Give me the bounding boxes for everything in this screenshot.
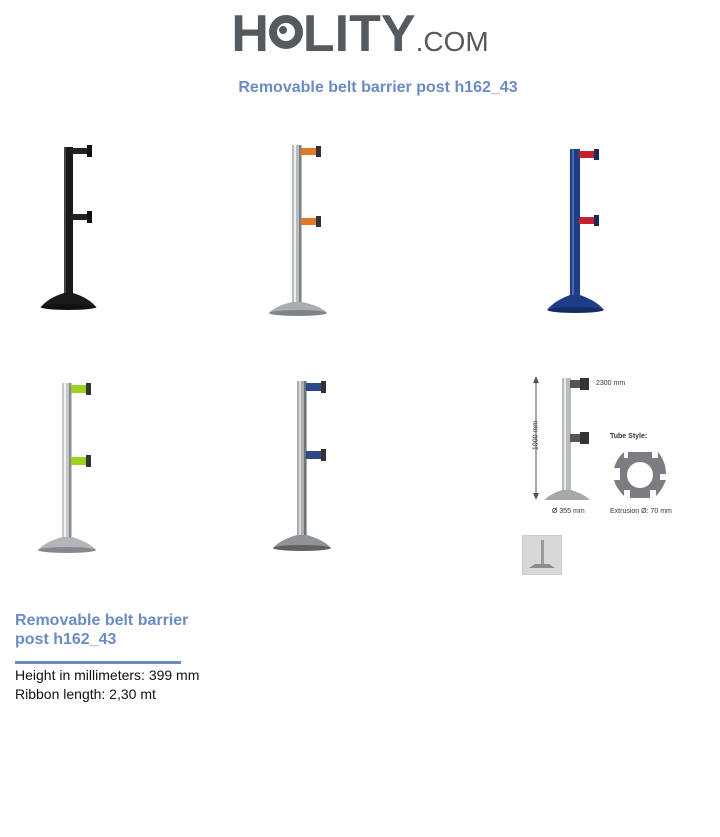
- spec-height: 1000 mm: [532, 420, 540, 451]
- site-logo[interactable]: H LITY.COM: [0, 8, 720, 60]
- product-image-orange[interactable]: [267, 142, 329, 320]
- spec-height-line: Height in millimeters: 399 mm: [15, 667, 200, 683]
- spec-base-diameter: Ø 355 mm: [552, 508, 585, 515]
- product-image-blue[interactable]: [545, 145, 607, 317]
- spec-belt-length: 2300 mm: [596, 380, 626, 387]
- product-image-green[interactable]: [36, 381, 98, 557]
- title-divider: [15, 661, 181, 664]
- thumbnail-image[interactable]: [522, 535, 562, 575]
- product-title: Removable belt barrier post h162_43: [15, 612, 189, 648]
- spec-drawing[interactable]: 2300 mm 1000 mm Tube Style: Ø 355 mm Ext…: [522, 372, 672, 524]
- logo-o-icon: [268, 15, 303, 49]
- product-image-navy[interactable]: [272, 379, 334, 555]
- product-image-black[interactable]: [38, 143, 100, 313]
- logo-suffix: .COM: [415, 26, 489, 57]
- spec-extrusion: Extrusion Ø: 70 mm: [610, 508, 672, 515]
- spec-ribbon-line: Ribbon length: 2,30 mt: [15, 686, 156, 702]
- page-subtitle: Removable belt barrier post h162_43: [238, 79, 518, 96]
- logo-letters-lity: LITY: [302, 5, 416, 63]
- logo-letter-h: H: [231, 5, 269, 63]
- spec-tube-style-label: Tube Style:: [610, 433, 648, 440]
